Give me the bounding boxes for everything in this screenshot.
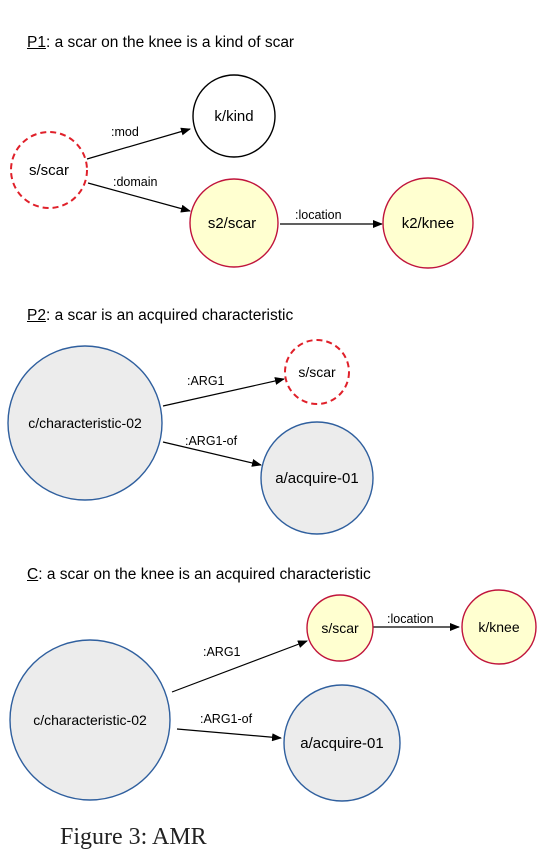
node-c-k-knee: k/knee xyxy=(461,589,537,665)
panel-heading-c: C: a scar on the knee is an acquired cha… xyxy=(27,566,371,584)
node-label-c-k-knee: k/knee xyxy=(478,619,519,635)
edge-p1-mod xyxy=(86,127,191,160)
panel-text-c: : a scar on the knee is an acquired char… xyxy=(38,566,371,583)
node-label-p1-k2-knee: k2/knee xyxy=(402,215,455,232)
node-c-a-acquire: a/acquire-01 xyxy=(283,684,401,802)
edge-label-p1-domain: :domain xyxy=(113,175,158,189)
panel-key-c: C xyxy=(27,566,39,583)
panel-heading-p1: P1: a scar on the knee is a kind of scar xyxy=(27,34,294,52)
node-p1-s2-scar: s2/scar xyxy=(189,178,279,268)
edge-label-p2-arg1: :ARG1 xyxy=(187,374,225,388)
panel-p2-graph: :ARG1 :ARG1-of c/characteristic-02 s/sca… xyxy=(7,339,374,535)
node-c-c-characteristic: c/characteristic-02 xyxy=(9,639,171,801)
node-p2-c-characteristic: c/characteristic-02 xyxy=(7,345,163,501)
edge-p2-arg1-of xyxy=(162,441,262,467)
panel-key-p2: P2 xyxy=(27,307,46,324)
figure-caption: Figure 3: AMR xyxy=(60,824,207,850)
edge-p2-arg1 xyxy=(162,377,285,407)
node-p2-s-scar: s/scar xyxy=(284,339,350,405)
edge-label-c-arg1: :ARG1 xyxy=(203,645,241,659)
node-p1-s-scar: s/scar xyxy=(10,131,88,209)
panel-c-graph: :ARG1 :location :ARG1-of c/characteristi… xyxy=(9,589,537,802)
node-label-c-c-characteristic: c/characteristic-02 xyxy=(33,712,147,728)
edge-p1-domain xyxy=(87,182,191,213)
edge-c-arg1-of xyxy=(176,728,282,742)
node-label-c-a-acquire: a/acquire-01 xyxy=(300,735,383,752)
node-p1-k-kind: k/kind xyxy=(192,74,276,158)
edge-label-c-location: :location xyxy=(387,612,434,626)
panel-key-p1: P1 xyxy=(27,34,46,51)
panel-heading-p2: P2: a scar is an acquired characteristic xyxy=(27,307,293,325)
node-label-p1-s-scar: s/scar xyxy=(29,162,69,179)
node-label-p1-k-kind: k/kind xyxy=(214,108,253,125)
node-c-s-scar: s/scar xyxy=(306,594,374,662)
node-label-p1-s2-scar: s2/scar xyxy=(208,215,256,232)
edge-label-p1-mod: :mod xyxy=(111,125,139,139)
edge-label-c-arg1-of: :ARG1-of xyxy=(200,712,253,726)
node-p1-k2-knee: k2/knee xyxy=(382,177,474,269)
node-label-p2-a-acquire: a/acquire-01 xyxy=(275,470,358,487)
edge-label-p1-location: :location xyxy=(295,208,342,222)
edge-c-arg1 xyxy=(171,640,308,693)
node-label-p2-s-scar: s/scar xyxy=(298,364,336,380)
node-label-p2-c-characteristic: c/characteristic-02 xyxy=(28,415,142,431)
edge-label-p2-arg1-of: :ARG1-of xyxy=(185,434,238,448)
node-label-c-s-scar: s/scar xyxy=(321,620,359,636)
panel-p1-graph: :mod :domain :location s/scar k/kind s2/… xyxy=(10,74,474,269)
panel-text-p2: : a scar is an acquired characteristic xyxy=(45,307,294,324)
panel-text-p1: : a scar on the knee is a kind of scar xyxy=(45,34,295,51)
node-p2-a-acquire: a/acquire-01 xyxy=(260,421,374,535)
